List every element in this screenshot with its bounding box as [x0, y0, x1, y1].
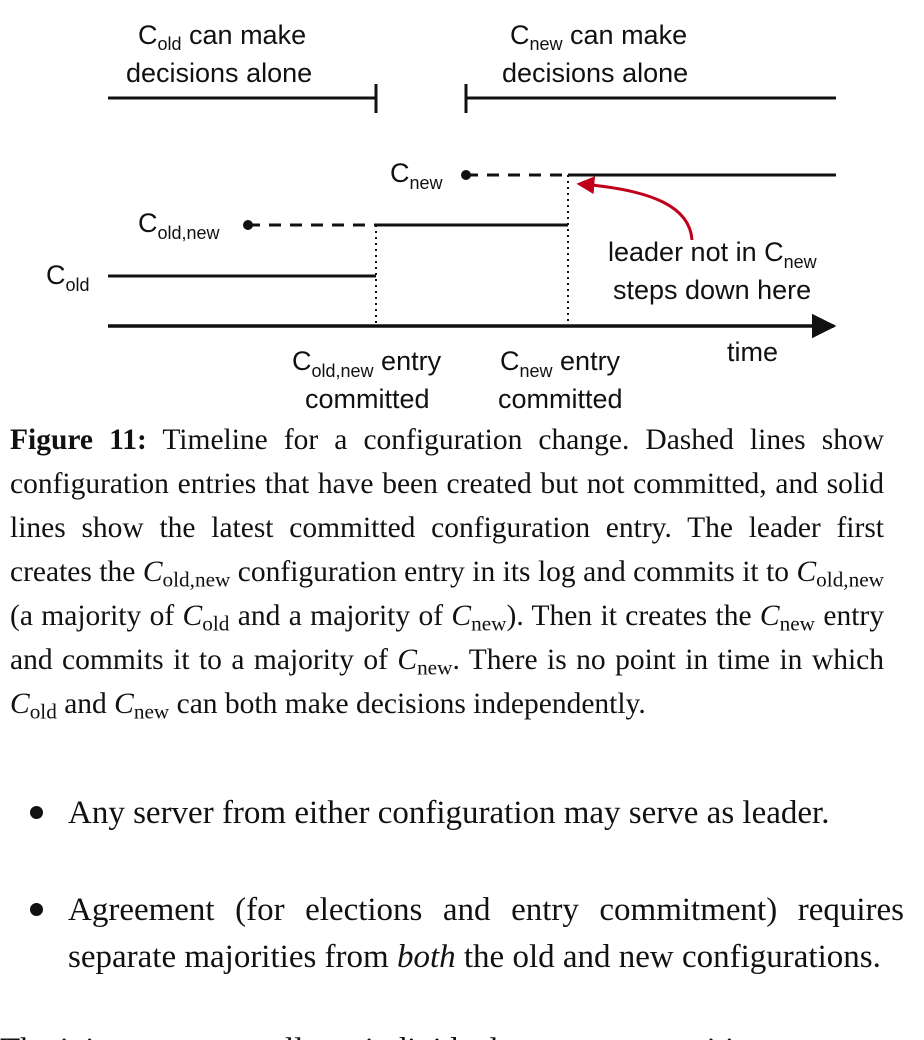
emphasis-both: both [396, 939, 456, 975]
bullet-item-1: Any server from either configuration may… [68, 795, 830, 831]
row-label-coldnew: Cold,new [138, 208, 221, 243]
row-label-cold: Cold [46, 260, 90, 295]
c-old-header-line2: decisions alone [126, 58, 312, 88]
c-new-decision-range [464, 84, 836, 113]
figure-label: Figure 11: [10, 424, 147, 456]
cnew-committed-label: Cnew entry [500, 346, 621, 381]
c-new-header: Cnew can make [510, 20, 687, 54]
coldnew-committed-label: Cold,new entry [292, 346, 442, 381]
figure-caption: Figure 11: Timeline for a configuration … [10, 424, 884, 724]
bullet-dot-2 [30, 903, 43, 916]
coldnew-committed-label-line2: committed [305, 384, 430, 414]
cnew-committed-label-line2: committed [498, 384, 623, 414]
c-new-header-line2: decisions alone [502, 58, 688, 88]
configuration-timeline-diagram: Cold can make decisions alone Cnew can m… [46, 20, 837, 414]
c-old-decision-range [108, 84, 378, 113]
cropped-next-line: The joint consensus allows individual se… [0, 1030, 924, 1040]
leader-note-line1: leader not in Cnew [608, 237, 818, 272]
row-label-cnew: Cnew [390, 158, 444, 193]
leader-stepdown-red-arrow [576, 176, 694, 241]
leader-note-line2: steps down here [613, 275, 811, 305]
bullet-item-2: Agreement (for elections and entry commi… [68, 892, 904, 975]
c-old-header: Cold can make [138, 20, 306, 54]
time-axis-label: time [727, 337, 778, 367]
bullet-dot-1 [30, 806, 43, 819]
